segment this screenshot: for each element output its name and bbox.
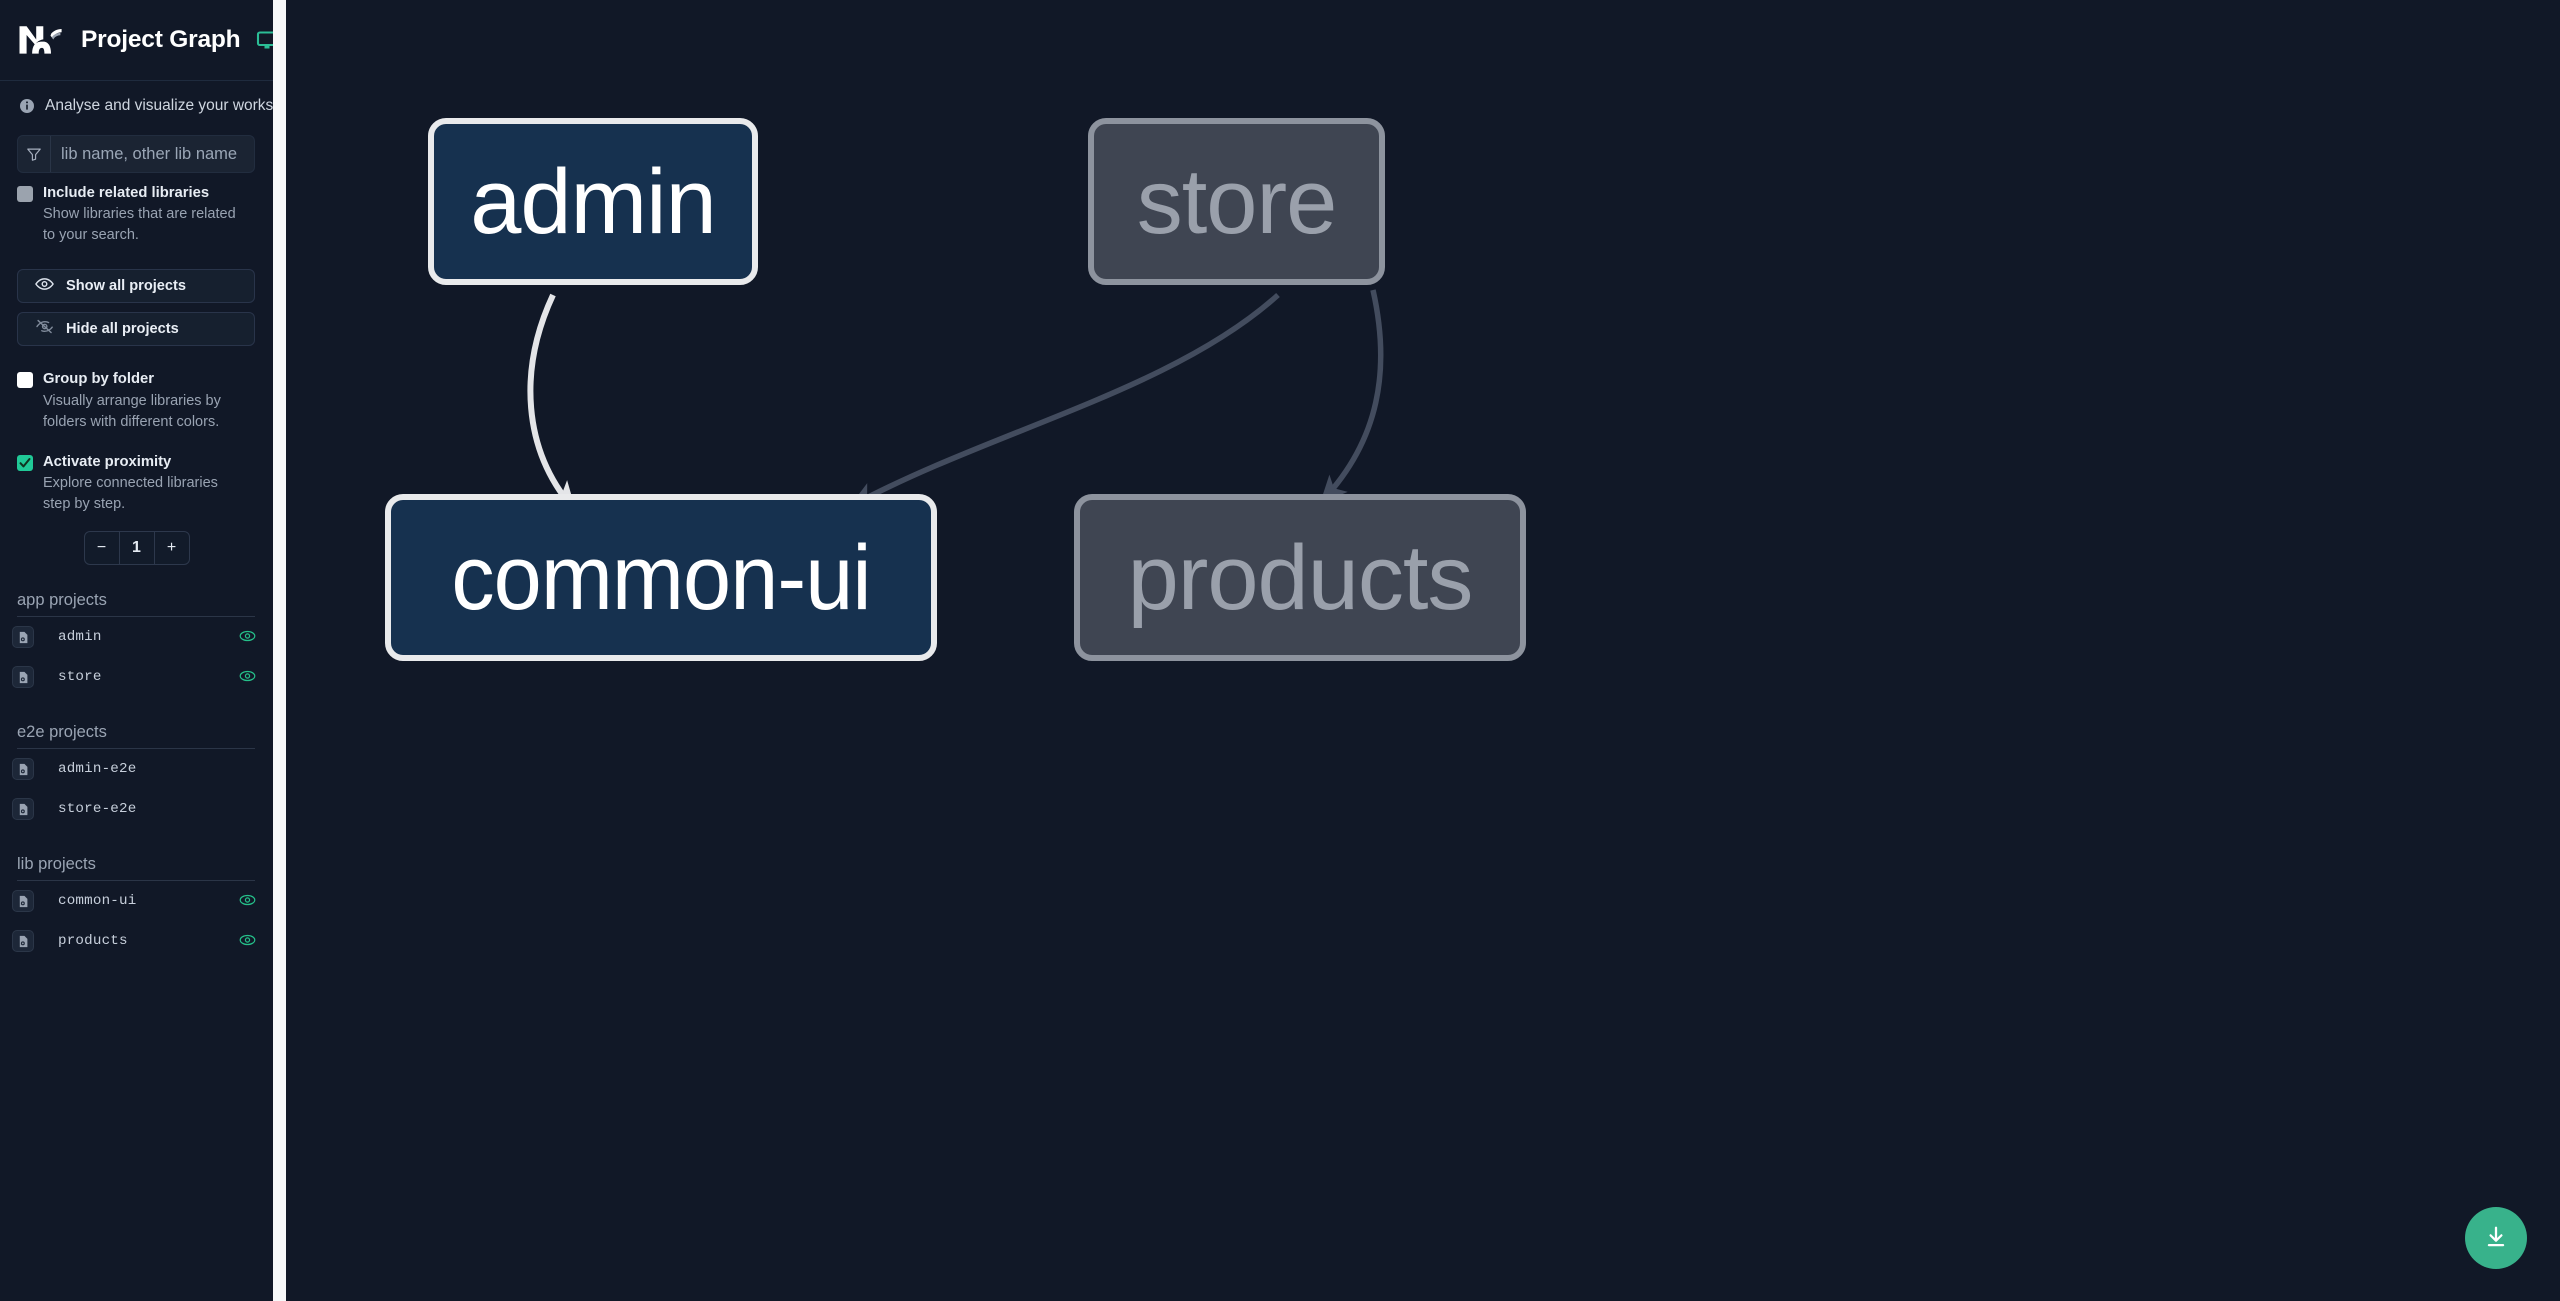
option-description: Visually arrange libraries by folders wi… (43, 392, 221, 430)
project-row-store[interactable]: store (0, 657, 273, 697)
page-title: Project Graph (81, 26, 241, 53)
project-row-admin-e2e[interactable]: admin-e2e (0, 749, 273, 789)
sidebar: Project Graph Analyse and visualize your… (0, 0, 273, 1301)
activate-proximity-checkbox[interactable] (17, 454, 33, 471)
option-group-by-folder[interactable]: Group by folder Visually arrange librari… (0, 359, 273, 432)
proximity-increment-button[interactable]: + (166, 539, 177, 557)
edge-store-to-products (1320, 289, 1384, 504)
info-icon (19, 98, 35, 114)
funnel-icon (18, 136, 51, 172)
project-row-admin[interactable]: admin (0, 617, 273, 657)
graph-node-common-ui[interactable]: common-ui (385, 494, 937, 661)
eye-visible-icon[interactable] (239, 669, 256, 685)
search-field[interactable] (17, 135, 255, 173)
project-file-icon (12, 626, 34, 649)
group-title: e2e projects (17, 723, 107, 742)
eye-visible-icon[interactable] (239, 893, 256, 909)
option-description: Explore connected libraries step by step… (43, 475, 218, 513)
project-file-icon (12, 758, 34, 781)
node-label: products (1127, 526, 1474, 629)
search-input[interactable] (51, 136, 254, 172)
option-title: Include related libraries (43, 185, 210, 201)
sidebar-header: Project Graph (0, 0, 273, 81)
nx-logo-icon (18, 23, 65, 57)
divider (17, 748, 255, 750)
project-row-products[interactable]: products (0, 921, 273, 961)
eye-visible-icon[interactable] (239, 629, 256, 645)
group-title: lib projects (17, 855, 96, 874)
hide-all-projects-button[interactable]: Hide all projects (17, 312, 255, 347)
eye-visible-icon[interactable] (239, 933, 256, 949)
node-label: store (1136, 150, 1338, 253)
graph-edges (527, 289, 1384, 512)
divider (17, 880, 255, 882)
project-name: store-e2e (58, 801, 137, 818)
project-name: common-ui (58, 893, 137, 910)
group-app-projects: app projects admin (0, 591, 273, 697)
group-e2e-projects: e2e projects admin-e2e (0, 723, 273, 829)
show-all-projects-label: Show all projects (66, 278, 187, 295)
proximity-decrement-button[interactable]: − (85, 532, 120, 565)
eye-off-icon (35, 319, 54, 339)
show-all-projects-button[interactable]: Show all projects (17, 269, 255, 304)
option-include-related-libraries[interactable]: Include related libraries Show libraries… (0, 173, 273, 246)
project-name: store (58, 669, 102, 686)
eye-icon (35, 277, 54, 296)
tagline-text: Analyse and visualize your workspace. (45, 97, 273, 114)
project-file-icon (12, 798, 34, 821)
eye-placeholder (239, 801, 255, 817)
project-name: products (58, 933, 128, 950)
project-name: admin (58, 629, 102, 646)
divider (17, 616, 255, 618)
project-name: admin-e2e (58, 761, 137, 778)
project-file-icon (12, 666, 34, 689)
group-by-folder-checkbox[interactable] (17, 372, 33, 389)
download-image-button[interactable] (2465, 1207, 2527, 1269)
option-description: Show libraries that are related to your … (43, 206, 236, 244)
sidebar-resize-handle[interactable] (273, 0, 286, 1301)
project-row-store-e2e[interactable]: store-e2e (0, 789, 273, 829)
proximity-stepper[interactable]: − 1 + (83, 531, 190, 566)
graph-node-products[interactable]: products (1074, 494, 1526, 661)
graph-node-store[interactable]: store (1088, 118, 1385, 285)
node-label: common-ui (451, 526, 871, 629)
tagline: Analyse and visualize your workspace. (0, 81, 273, 127)
download-icon (2483, 1224, 2509, 1253)
project-file-icon (12, 890, 34, 913)
hide-all-projects-label: Hide all projects (66, 321, 179, 338)
graph-node-admin[interactable]: admin (428, 118, 758, 285)
option-activate-proximity[interactable]: Activate proximity Explore connected lib… (0, 442, 273, 515)
include-related-libraries-checkbox[interactable] (17, 186, 33, 202)
project-file-icon (12, 930, 34, 953)
option-title: Activate proximity (43, 453, 172, 470)
graph-canvas[interactable]: admin store common-ui products (273, 0, 2560, 1301)
eye-placeholder (239, 761, 255, 777)
monitor-icon[interactable] (256, 29, 273, 51)
node-label: admin (470, 150, 717, 253)
option-title: Group by folder (43, 371, 154, 388)
edge-store-to-common-ui (849, 292, 1280, 508)
edge-admin-to-common-ui (527, 293, 577, 512)
group-lib-projects: lib projects common-ui (0, 855, 273, 961)
proximity-value: 1 (120, 532, 155, 565)
project-row-common-ui[interactable]: common-ui (0, 881, 273, 921)
group-title: app projects (17, 591, 107, 610)
